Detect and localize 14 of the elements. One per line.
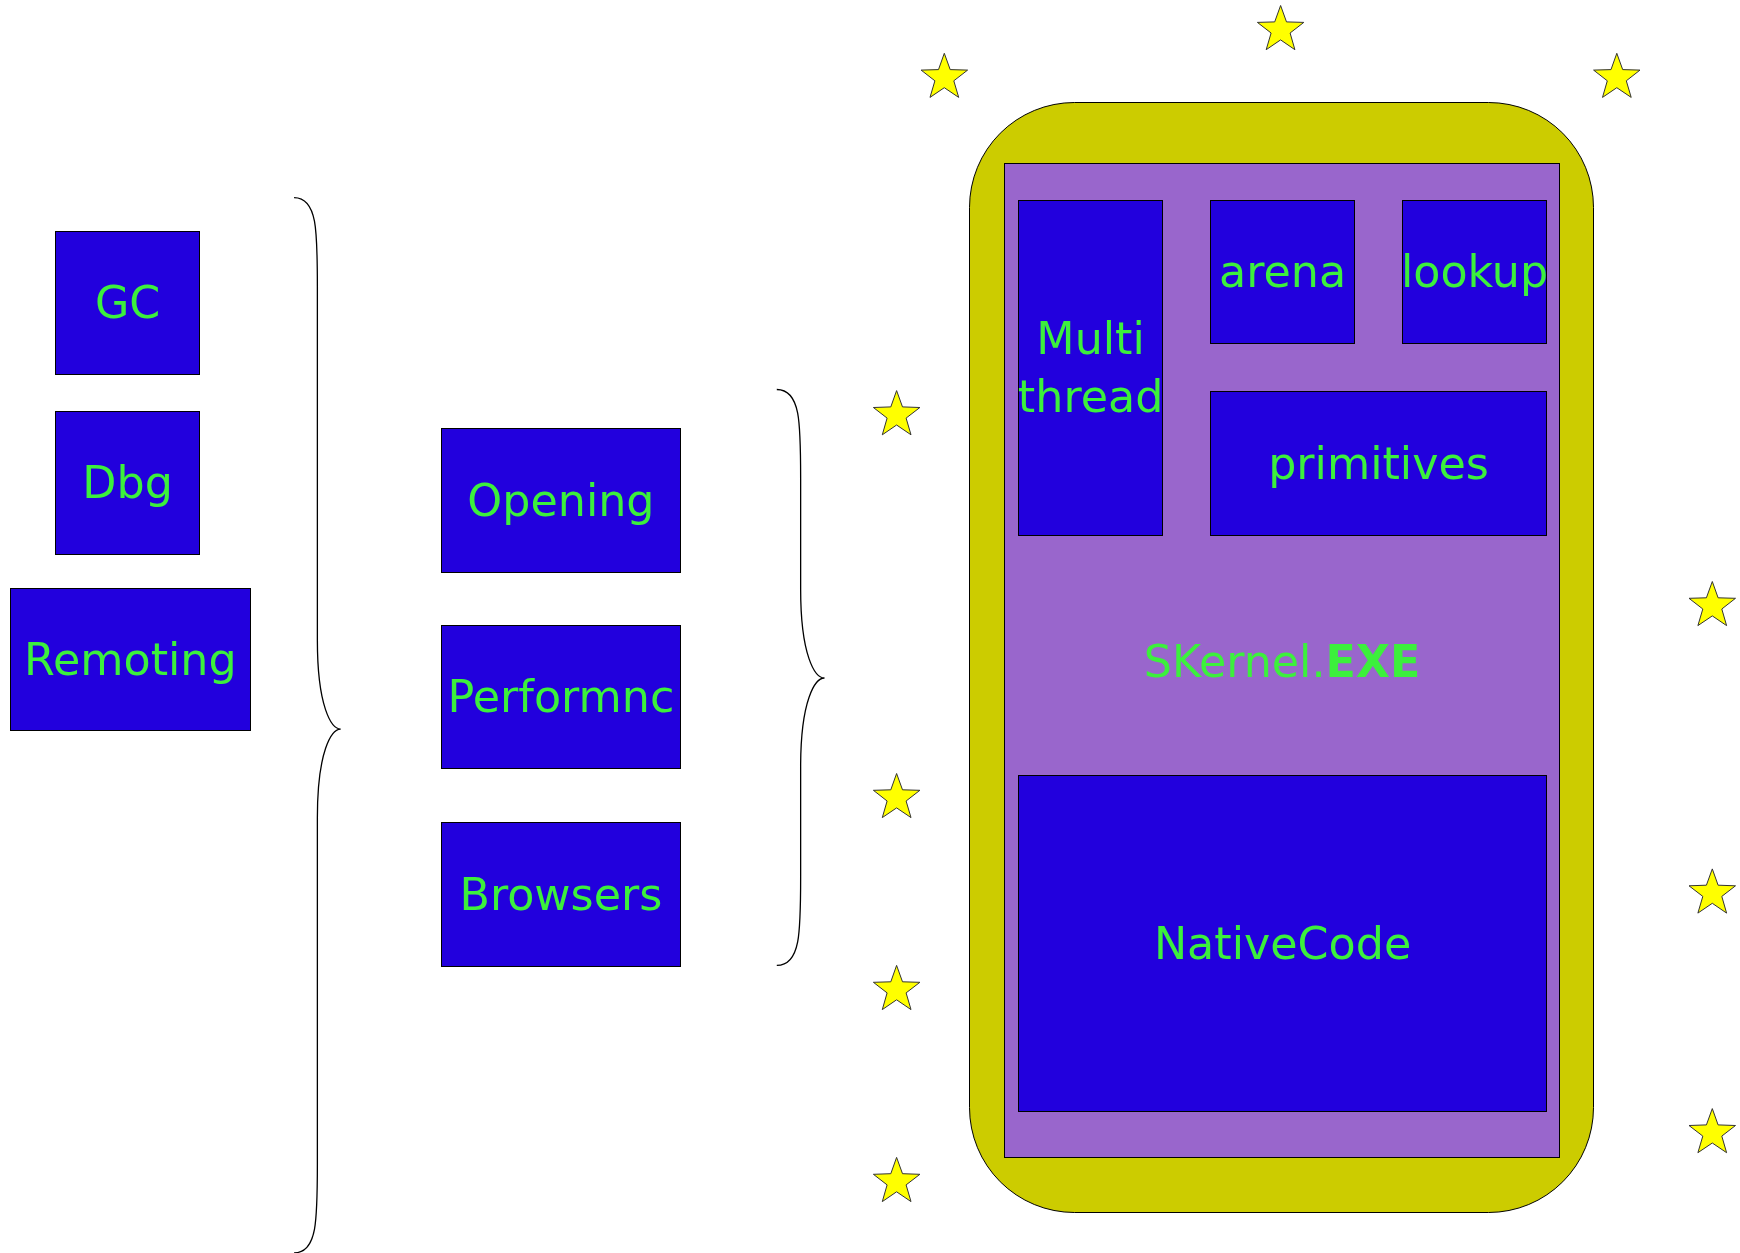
module-box: Opening bbox=[440, 428, 682, 573]
rounded-frame bbox=[968, 102, 1594, 1213]
module-panel bbox=[1004, 163, 1561, 1159]
module-box: Multi thread bbox=[1018, 199, 1163, 536]
module-box: primitives bbox=[1210, 391, 1547, 536]
module-box: arena bbox=[1210, 199, 1355, 344]
module-box: Performnc bbox=[440, 624, 682, 769]
module-box: lookup bbox=[1402, 199, 1547, 344]
module-box: Remoting bbox=[10, 588, 251, 732]
module-box: GC bbox=[55, 230, 200, 376]
module-box: NativeCode bbox=[1018, 775, 1547, 1112]
module-box: Browsers bbox=[440, 822, 682, 967]
panel-title: SKernel.EXE bbox=[1143, 635, 1421, 687]
module-box: Dbg bbox=[55, 410, 200, 555]
